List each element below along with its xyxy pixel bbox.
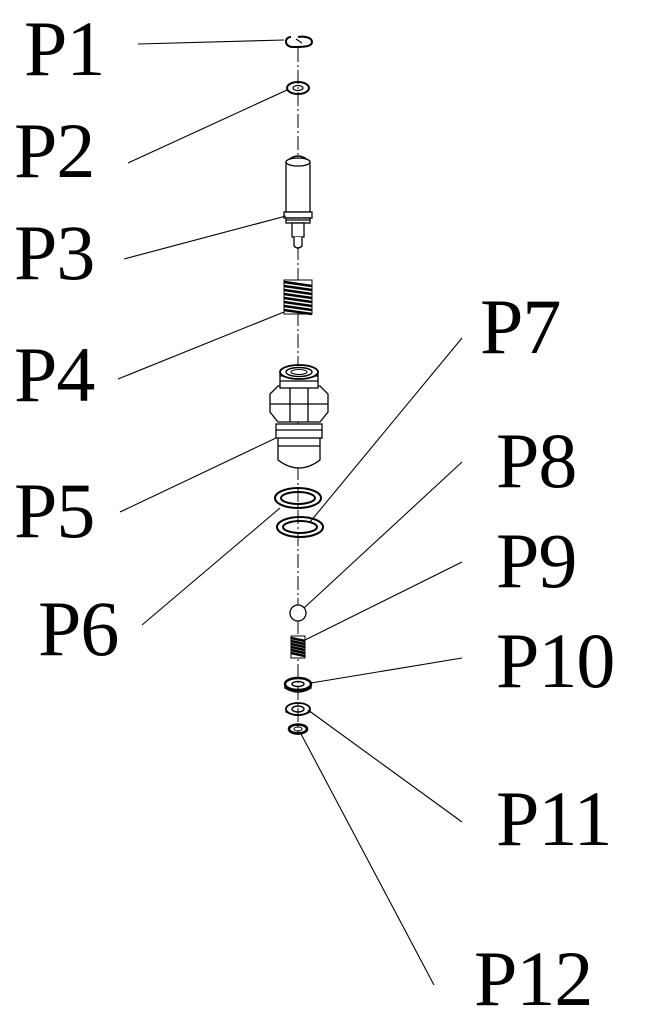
part-p3-plunger [283,155,313,249]
part-p2-washer [286,81,310,95]
leader-line-p2 [127,89,288,164]
label-p3: P3 [14,209,95,296]
leader-line-p11 [307,709,463,823]
label-p11: P11 [496,775,612,862]
label-p12: P12 [474,935,593,1022]
part-p4-spring [283,279,313,316]
part-p1-circlip [285,35,314,49]
part-p12-snap-ring [287,723,309,735]
label-p2: P2 [14,107,95,194]
part-p9-spring [290,635,306,659]
part-p5-valve-body [269,364,329,469]
leader-line-p5 [119,437,277,513]
leader-line-p1 [137,39,285,45]
part-p8-ball [289,604,307,622]
leader-line-p10 [310,657,463,684]
leader-line-p3 [123,215,287,260]
leader-line-p6 [141,507,281,626]
leader-line-p4 [117,311,285,380]
label-p5: P5 [14,467,95,554]
label-p4: P4 [14,331,95,418]
label-p10: P10 [496,617,615,704]
leader-line-p9 [304,561,463,641]
leader-line-p12 [299,731,435,986]
part-p6-o-rings [274,487,324,538]
leader-line-p7 [309,337,463,523]
label-p6: P6 [38,585,119,672]
label-p8: P8 [496,417,577,504]
label-p7: P7 [480,283,561,370]
part-p10-seat-ring [283,676,313,693]
leader-line-p8 [303,461,463,609]
label-p1: P1 [24,5,105,92]
label-p9: P9 [496,517,577,604]
